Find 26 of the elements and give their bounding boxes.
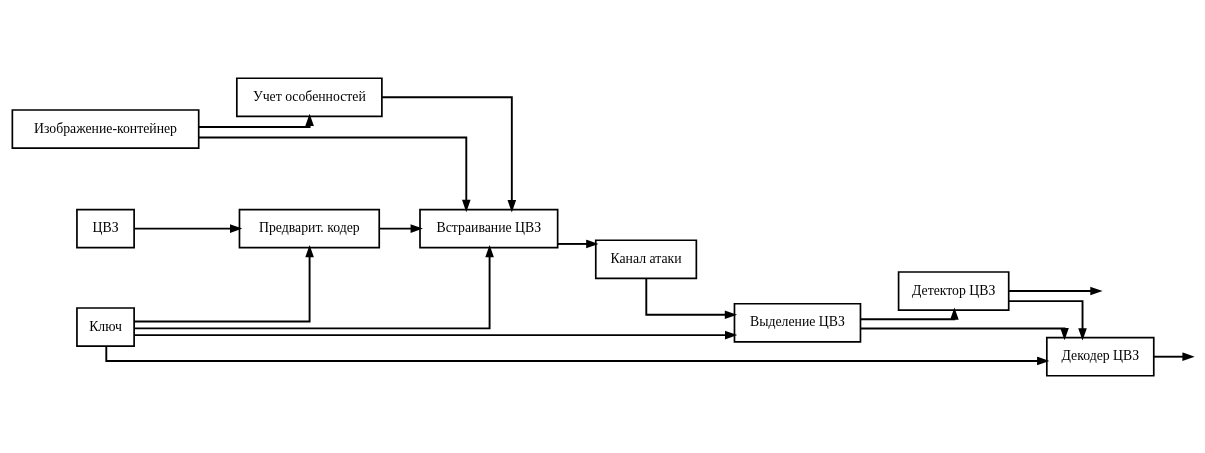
arrow: [197, 136, 471, 212]
arrow: [381, 95, 517, 212]
arrow: [133, 244, 314, 322]
node-box: ЦВЗ: [76, 208, 135, 248]
arrow: [1008, 299, 1087, 340]
node-box: Канал атаки: [594, 238, 698, 279]
node-box: Детектор ЦВЗ: [897, 270, 1010, 311]
arrow: [1008, 286, 1103, 295]
arrow: [197, 113, 314, 128]
arrow: [105, 344, 1050, 365]
node-box: Учет особенностей: [235, 76, 383, 117]
arrow: [133, 223, 243, 233]
node-box: Выделение ЦВЗ: [733, 302, 862, 343]
node-box: Ключ: [76, 306, 135, 347]
node-box: Изображение-контейнер: [11, 108, 200, 149]
arrow: [859, 306, 959, 320]
node-box: Встраивание ЦВЗ: [419, 208, 559, 248]
arrow: [645, 276, 738, 319]
arrow: [133, 244, 494, 329]
node-box: Декодер ЦВЗ: [1045, 336, 1155, 377]
node-box: Предварит. кодер: [238, 208, 381, 248]
arrow: [378, 223, 423, 233]
arrow: [859, 327, 1069, 340]
arrow: [133, 330, 738, 339]
arrow: [1152, 351, 1195, 361]
arrow: [556, 239, 599, 248]
